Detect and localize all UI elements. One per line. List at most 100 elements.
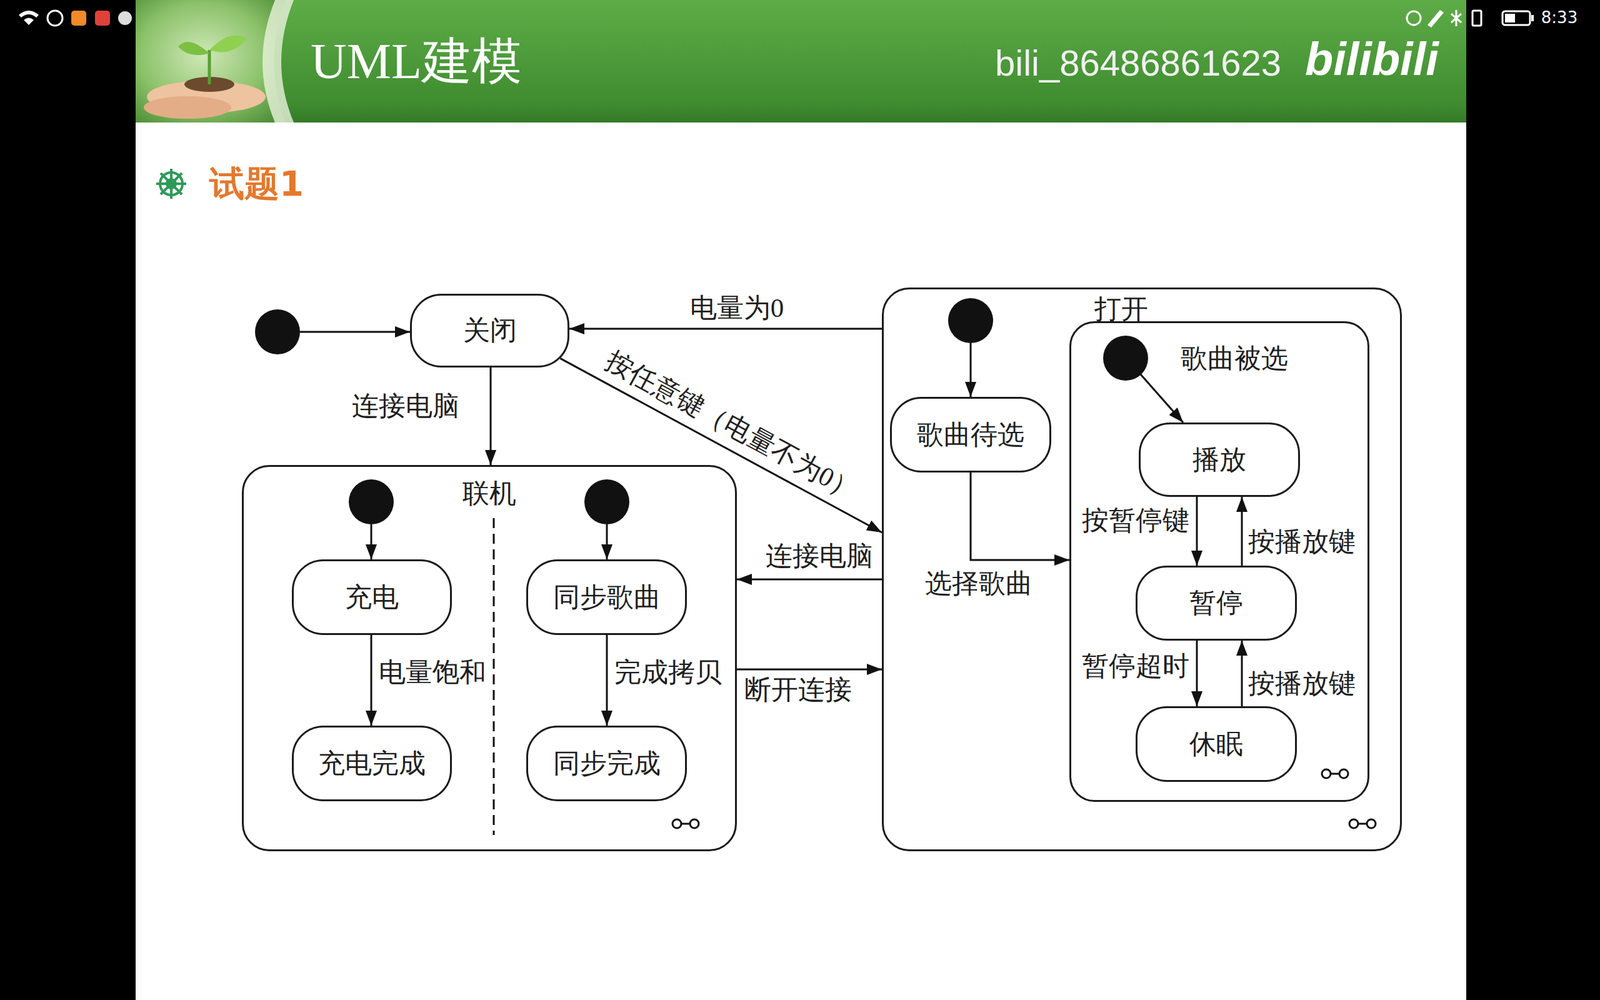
transition-label: 连接电脑 — [351, 390, 460, 422]
label-anchor: 8:33 — [1541, 8, 1578, 28]
battery-tip — [1531, 15, 1534, 22]
transition-label-anchor: 按播放键 — [1248, 526, 1356, 557]
state-name-anchor: 打开 — [1094, 293, 1149, 325]
transition-label: 按暂停键 — [1081, 505, 1190, 536]
state-name: 联机 — [462, 478, 517, 509]
initial-arrow — [1140, 374, 1184, 423]
composite-state: 播放暂停休眠 歌曲被选 — [1069, 321, 1370, 802]
state-box: 播放 — [1138, 422, 1300, 497]
state-name: 歌曲被选 — [1180, 343, 1289, 374]
initial-state — [584, 479, 630, 525]
state-box: 同步歌曲 — [526, 559, 687, 635]
state-name-anchor: 联机 — [462, 478, 517, 509]
state-name: 播放 — [1192, 444, 1247, 475]
initial-arrow — [300, 331, 410, 334]
state-box: 休眠 — [1135, 706, 1297, 782]
globe-icon — [47, 10, 63, 26]
composite-icon-circle — [690, 819, 699, 829]
sprout-leaf — [178, 41, 210, 55]
transition-label: 按播放键 — [1248, 668, 1356, 699]
transition-arrow — [1241, 496, 1244, 566]
transition-label: 暂停超时 — [1081, 650, 1190, 682]
app-icon — [95, 10, 110, 26]
transition-label-anchor: 连接电脑 — [763, 540, 876, 572]
watermark-user: bili_86486861623 — [995, 42, 1282, 85]
label-anchor: bilibili — [1305, 32, 1439, 86]
composite-icon-circle — [1349, 819, 1359, 829]
state-box: 暂停 — [1135, 565, 1297, 641]
transition-arrow — [1196, 496, 1199, 566]
question-heading: 试题1 — [209, 163, 304, 204]
initial-arrow — [606, 524, 609, 560]
state-name: 同步歌曲 — [553, 581, 661, 613]
initial-state — [348, 479, 394, 525]
bluetooth-icon — [1451, 10, 1462, 27]
transition-arrow — [569, 328, 882, 330]
slide-title: UML建模 — [310, 32, 522, 90]
initial-state — [948, 298, 994, 344]
composite-icons — [672, 769, 1376, 829]
photo-fade — [262, 0, 294, 123]
app-icon — [71, 10, 87, 26]
transition-arrow — [606, 635, 609, 726]
chat-icon — [118, 11, 132, 25]
transition-label-anchor: 电量饱和 — [378, 656, 487, 688]
hand-shape — [143, 96, 232, 119]
state-name: 充电完成 — [318, 748, 426, 779]
label-anchor: 试题1 — [209, 163, 304, 204]
initial-arrow — [370, 524, 373, 560]
pen-icon — [1427, 10, 1444, 28]
battery-level — [1505, 13, 1515, 23]
header-band — [135, 0, 1467, 123]
state-name: 歌曲待选 — [916, 419, 1025, 450]
watermark-logo: bilibili — [1305, 32, 1439, 86]
sprout-stem — [208, 50, 212, 85]
transition-arrow — [1241, 640, 1244, 707]
state-box: 充电 — [291, 559, 452, 635]
state-box: 歌曲待选 — [890, 396, 1052, 473]
transition-label-anchor: 按暂停键 — [1081, 505, 1190, 536]
state-name: 打开 — [1094, 293, 1149, 325]
transition-arrow — [560, 358, 882, 533]
heading-bullet-icon — [156, 168, 187, 199]
transition-label-anchor: 完成拷贝 — [614, 656, 722, 688]
label-anchor: bili_86486861623 — [995, 42, 1282, 85]
battery-icon — [1502, 11, 1530, 25]
plant-photo — [135, 0, 294, 123]
state-name: 同步完成 — [553, 748, 661, 779]
transition-label: 断开连接 — [741, 674, 855, 705]
transition-label: 电量为0 — [687, 292, 787, 324]
composite-icon-circle — [1339, 769, 1349, 779]
composite-icon-circle — [1321, 769, 1331, 779]
state-box: 关闭 — [410, 293, 570, 368]
wifi-icon — [18, 10, 39, 25]
transition-arrow — [970, 472, 1070, 560]
transition-label-anchor: 暂停超时 — [1081, 650, 1190, 682]
initial-states — [255, 298, 1184, 560]
transition-label: 按播放键 — [1248, 526, 1356, 557]
transition-label-anchor: 按播放键 — [1248, 668, 1356, 699]
eye-icon — [1406, 11, 1421, 25]
region-separator — [493, 518, 495, 835]
transition-arrow — [736, 578, 882, 581]
composite-icon-circle — [1366, 819, 1376, 829]
status-icons — [18, 10, 1534, 28]
composite-icon-circle — [672, 819, 682, 829]
transition-label: 完成拷贝 — [614, 656, 722, 688]
transition-arrow — [1196, 640, 1199, 707]
transition-label: 电量饱和 — [378, 656, 487, 688]
transition-label-anchor: 选择歌曲 — [925, 568, 1033, 599]
initial-state — [255, 309, 300, 355]
bullet-spokes — [156, 168, 187, 199]
transition-label-anchor: 连接电脑 — [351, 390, 460, 422]
vibrate-icon — [1472, 10, 1482, 26]
state-name: 暂停 — [1189, 587, 1244, 619]
state-name-anchor: 歌曲被选 — [1180, 343, 1289, 374]
initial-arrow — [970, 343, 972, 397]
transition-arrow — [370, 635, 373, 726]
transition-arrow — [736, 668, 882, 671]
transition-label-anchor: 按任意键（电量不为0） — [600, 345, 864, 507]
state-box: 同步完成 — [526, 725, 687, 802]
